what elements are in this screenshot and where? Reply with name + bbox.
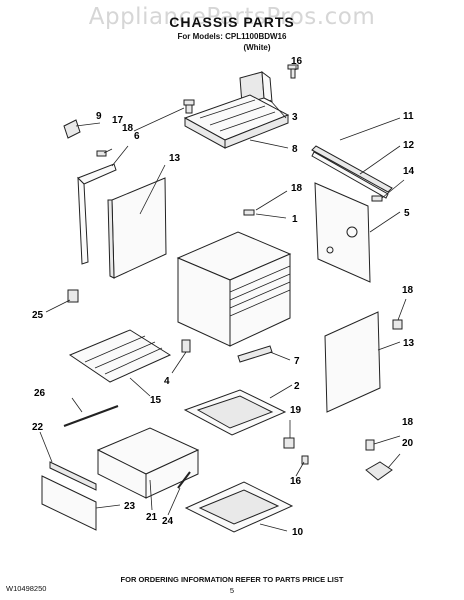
callout-21: 21 — [146, 512, 158, 523]
callout-9: 9 — [96, 111, 102, 122]
part-8-top-panel — [183, 94, 290, 149]
callout-18-c: 18 — [402, 285, 414, 296]
page-number: 5 — [229, 586, 235, 595]
models-line: For Models: CPL1100BDW16 — [177, 32, 287, 41]
part-7-spring — [237, 345, 273, 363]
part-19-hinge — [283, 437, 295, 449]
callout-18-d: 18 — [402, 417, 414, 428]
callout-4: 4 — [164, 376, 170, 387]
callout-12: 12 — [403, 140, 415, 151]
ordering-note: FOR ORDERING INFORMATION REFER TO PARTS … — [120, 575, 344, 584]
part-18-bolt-a — [183, 99, 195, 114]
doc-number: W10498250 — [6, 584, 47, 593]
callout-1: 1 — [292, 214, 298, 225]
watermark: AppliancePartsPros.com — [88, 4, 376, 30]
callout-26: 26 — [34, 388, 46, 399]
part-6-side-trim — [77, 163, 117, 265]
part-26-rod — [63, 405, 119, 427]
callout-8: 8 — [292, 144, 298, 155]
part-21-drawer — [96, 427, 200, 499]
part-20-bracket — [365, 461, 393, 481]
part-13-left-side-panel — [107, 177, 167, 279]
part-4-bracket — [181, 339, 191, 353]
part-11-12-rails — [311, 145, 393, 199]
callout-16-top: 16 — [291, 56, 303, 67]
leader-lines — [39, 66, 407, 532]
callout-20: 20 — [402, 438, 414, 449]
callout-7: 7 — [294, 356, 300, 367]
callout-11: 11 — [403, 111, 414, 122]
part-15-oven-rack — [68, 329, 172, 383]
callout-13-right: 13 — [403, 338, 415, 349]
part-25-connector — [67, 289, 79, 303]
callout-numbers: 16 3 9 17 18 6 13 8 11 12 14 18 5 1 25 1… — [32, 56, 415, 538]
callout-14: 14 — [403, 166, 415, 177]
callout-19: 19 — [290, 405, 302, 416]
part-22-strip — [49, 461, 97, 491]
part-23-drawer-front — [41, 475, 97, 531]
part-16-screw-bottom — [301, 455, 309, 465]
page-title: CHASSIS PARTS — [169, 14, 295, 30]
callout-10: 10 — [292, 527, 304, 538]
part-14-screw — [371, 195, 383, 202]
callout-23: 23 — [124, 501, 136, 512]
callout-6: 6 — [134, 131, 140, 142]
part-2-door-panel — [183, 389, 287, 436]
callout-17: 17 — [112, 115, 124, 126]
part-24-spring — [177, 471, 191, 489]
callout-18-a: 18 — [122, 123, 134, 134]
callout-3: 3 — [292, 112, 298, 123]
callout-18-b: 18 — [291, 183, 303, 194]
callout-16-bottom: 16 — [290, 476, 302, 487]
callout-22: 22 — [32, 422, 44, 433]
part-18-bolt-c — [392, 319, 403, 330]
part-18-bolt-b — [243, 209, 255, 216]
callout-24: 24 — [162, 516, 174, 527]
callout-15: 15 — [150, 395, 162, 406]
part-9-clip — [63, 119, 81, 139]
oven-cavity-frame — [176, 231, 292, 347]
callout-25: 25 — [32, 310, 44, 321]
part-5-rear-panel — [314, 182, 371, 283]
part-18-bolt-d — [365, 439, 375, 451]
callout-2: 2 — [294, 381, 300, 392]
part-16-screw-top — [287, 64, 299, 79]
color-line: (White) — [243, 43, 271, 52]
callout-13-left: 13 — [169, 153, 181, 164]
part-17-screw — [96, 150, 107, 157]
part-10-bottom-panel — [184, 481, 294, 533]
callout-5: 5 — [404, 208, 410, 219]
part-13-right-side-panel — [324, 311, 381, 413]
